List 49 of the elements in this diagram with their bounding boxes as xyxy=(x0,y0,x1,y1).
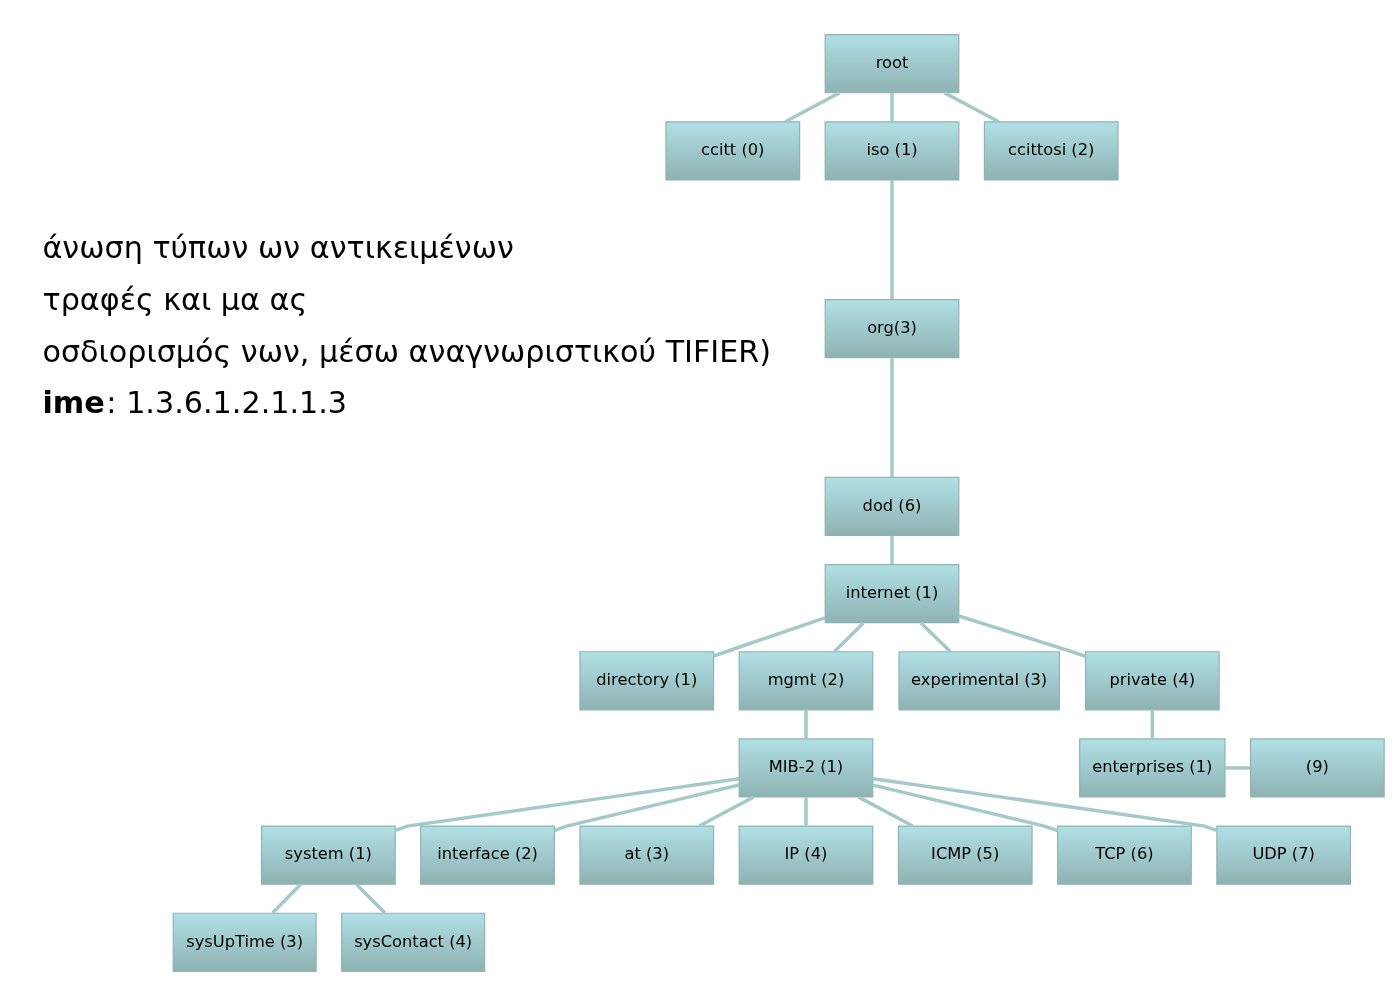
connector xyxy=(554,783,740,832)
node-box: at (3) xyxy=(579,825,715,885)
node-box: ccittosi (2) xyxy=(983,121,1119,181)
connector xyxy=(890,93,894,122)
node-box: UDP (7) xyxy=(1216,825,1352,885)
node-box: internet (1) xyxy=(824,564,960,624)
connector xyxy=(394,777,740,832)
node-box: sysContact (4) xyxy=(341,912,486,972)
connector xyxy=(355,883,386,914)
label: ime: 1.3.6.1.2.1.1.3 xyxy=(42,385,348,421)
connector xyxy=(698,795,755,828)
node-box: interface (2) xyxy=(420,825,555,885)
label: τραφές και μα ας xyxy=(42,281,308,317)
connector xyxy=(943,91,1000,124)
node-box: MIB-2 (1) xyxy=(738,738,874,798)
label: άνωση τύπων ων αντικειμένων xyxy=(42,229,514,265)
node-box: ccitt (0) xyxy=(665,121,801,181)
connector xyxy=(804,710,808,739)
label: οσδιορισμός νων, μέσω αναγνωριστικού ΤΙFIER) xyxy=(42,334,772,370)
node-box: (9) xyxy=(1249,738,1385,798)
connector xyxy=(784,91,841,124)
connector xyxy=(958,614,1086,658)
connector xyxy=(1225,766,1251,770)
connector xyxy=(804,797,808,826)
node-box: dod (6) xyxy=(824,476,960,537)
connector xyxy=(890,180,894,300)
connector xyxy=(890,358,894,478)
node-box: system (1) xyxy=(260,825,396,885)
connector xyxy=(1150,710,1155,739)
connector xyxy=(872,783,1059,833)
connector xyxy=(833,621,865,653)
node-box: enterprises (1) xyxy=(1079,738,1226,798)
node-box: directory (1) xyxy=(579,651,715,711)
node-box: ICMP (5) xyxy=(897,825,1033,885)
connector xyxy=(271,883,302,914)
connector xyxy=(919,621,952,653)
node-box: experimental (3) xyxy=(898,651,1060,711)
connector xyxy=(857,795,914,828)
node-box: TCP (6) xyxy=(1057,825,1192,885)
connector xyxy=(872,777,1218,832)
node-box: private (4) xyxy=(1084,651,1220,711)
node-box: IP (4) xyxy=(738,825,874,885)
node-box: mgmt (2) xyxy=(738,651,874,711)
node-box: sysUpTime (3) xyxy=(172,912,317,972)
connector xyxy=(890,535,894,565)
node-box: iso (1) xyxy=(824,121,960,181)
node-box: root xyxy=(824,34,960,94)
connector xyxy=(713,616,826,658)
node-box: org(3) xyxy=(824,299,960,359)
